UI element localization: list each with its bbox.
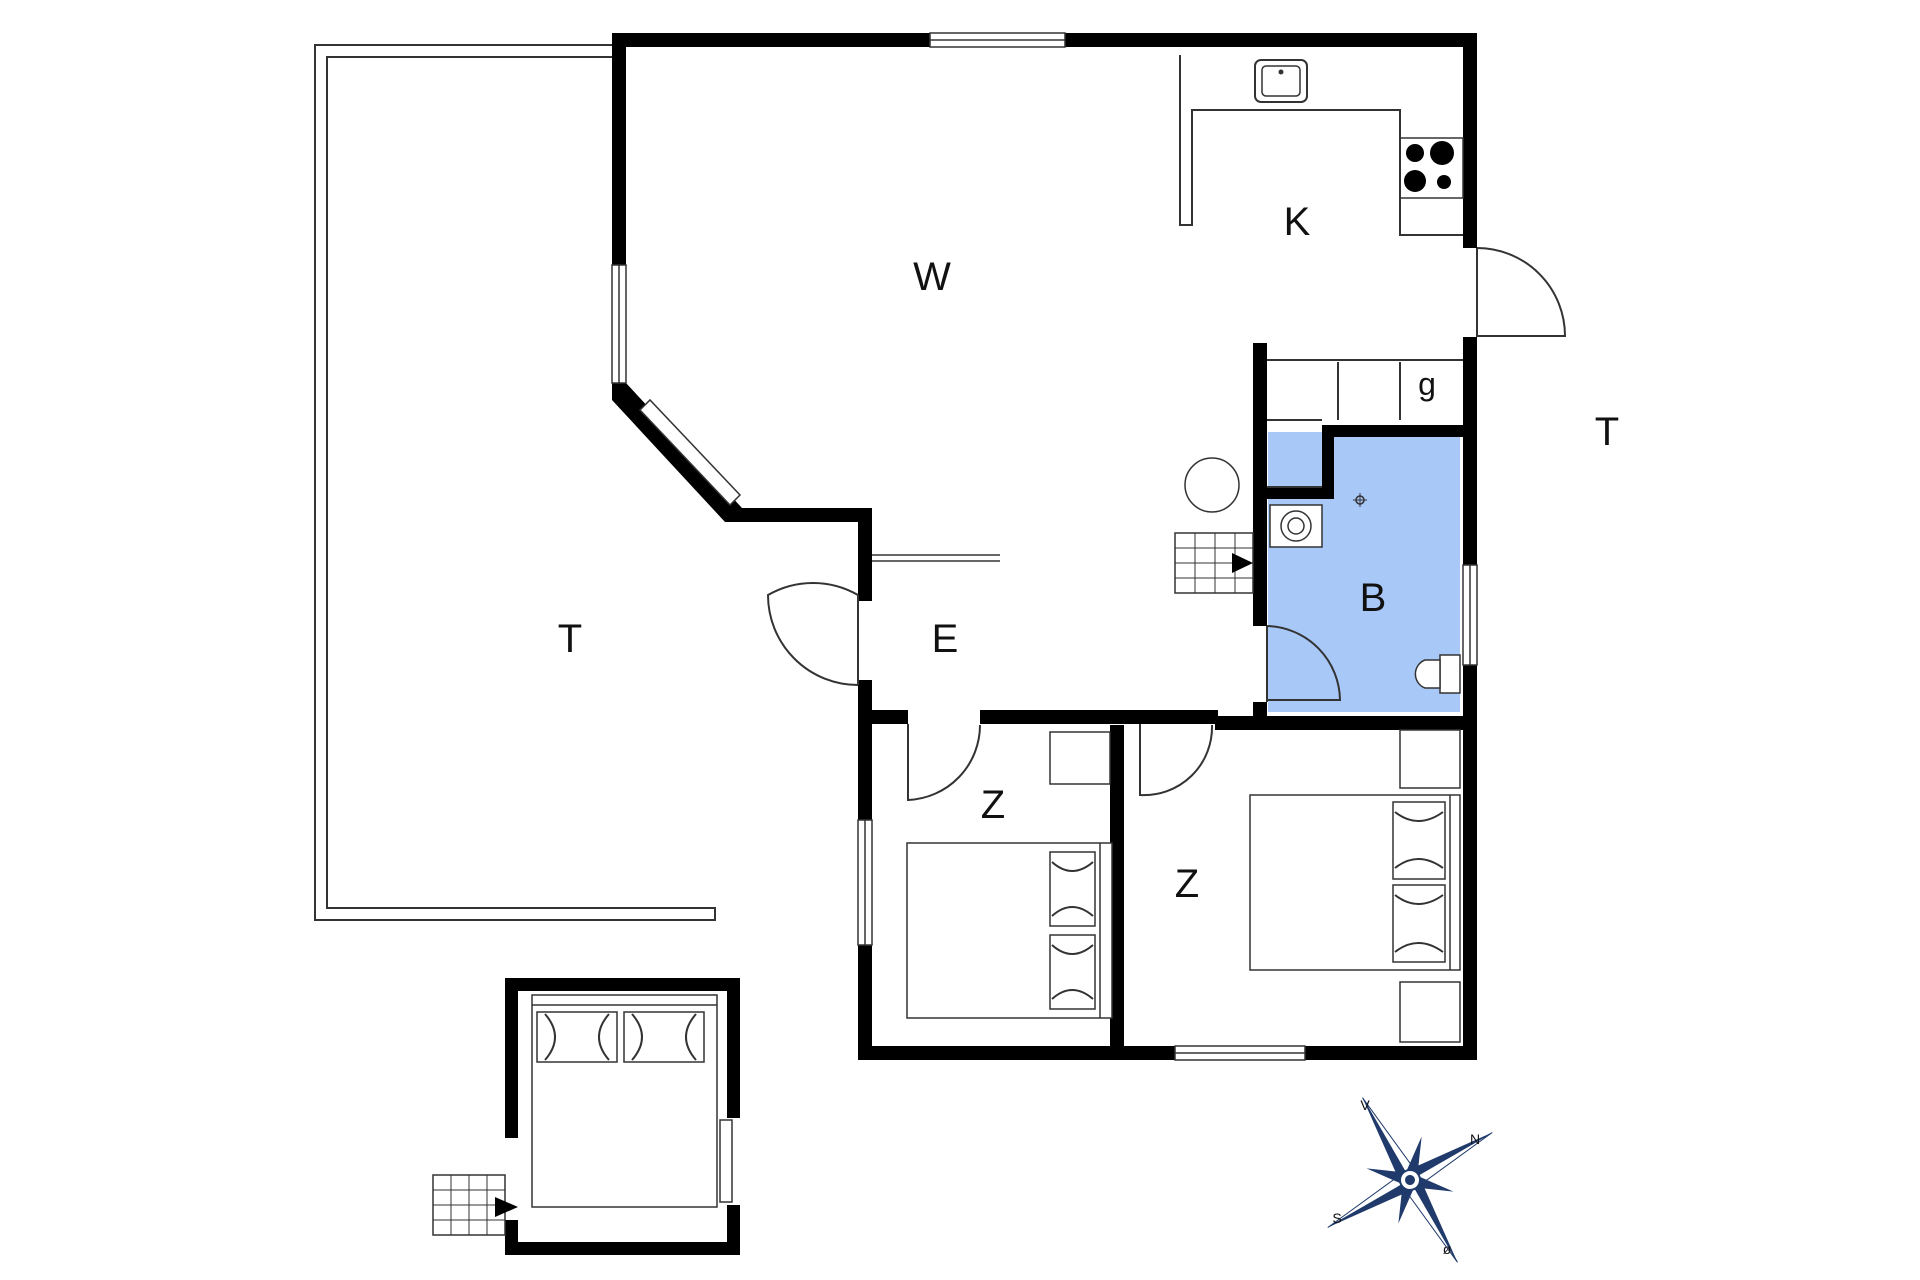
bed-large	[1249, 729, 1461, 1043]
shower-drain-icon	[1353, 493, 1367, 507]
stove-icon	[1399, 137, 1464, 199]
room-label-bedroom-large: Z	[1175, 862, 1199, 906]
compass-rose-icon	[1327, 1097, 1493, 1263]
compass-east-label: ø	[1443, 1241, 1452, 1257]
room-label-living: W	[913, 255, 951, 299]
terrace-left-outline	[314, 44, 716, 921]
sink-icon	[1254, 59, 1308, 103]
room-label-kitchen: K	[1284, 200, 1311, 244]
compass-west-label: V	[1360, 1097, 1370, 1113]
annex	[432, 978, 740, 1255]
room-label-terrace-right: T	[1595, 410, 1619, 454]
round-stove-icon	[1184, 457, 1240, 513]
water-heater-icon	[1269, 504, 1323, 548]
room-label-bedroom-small: Z	[981, 783, 1005, 827]
doors	[766, 247, 1567, 802]
room-label-bathroom: B	[1360, 576, 1387, 620]
room-label-storage: g	[1418, 366, 1436, 402]
room-label-entrance: E	[932, 617, 959, 661]
windows	[611, 32, 1478, 1203]
annex-stairs-icon	[432, 1174, 518, 1236]
compass-north-label: N	[1470, 1131, 1480, 1147]
kitchen-counter	[1179, 55, 1464, 236]
bed-small	[906, 731, 1113, 1019]
main-walls	[612, 33, 1477, 1060]
stairs-icon	[1174, 532, 1254, 594]
room-label-terrace-left: T	[558, 617, 582, 661]
compass-south-label: S	[1332, 1210, 1341, 1226]
toilet-icon	[1414, 654, 1461, 694]
storage-cupboards	[1267, 359, 1463, 488]
